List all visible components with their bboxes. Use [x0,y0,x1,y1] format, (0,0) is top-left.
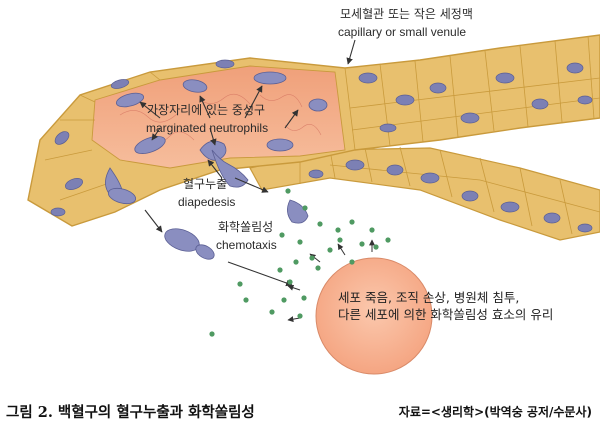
vessel-label-en: capillary or small venule [338,25,467,39]
figure-source: 자료=<생리학>(박역숭 공저/수문사) [398,405,592,419]
diapedesis-cells [105,149,309,260]
diagram-canvas [27,34,600,375]
chemotaxis-label-en: chemotaxis [216,238,277,252]
site-label-line2: 다른 세포에 의한 화학쏠림성 효소의 유리 [338,307,554,322]
injury-site [315,257,433,375]
vessel-label-ko: 모세혈관 또는 작은 세정맥 [340,7,473,21]
site-label-line1: 세포 죽음, 조직 손상, 병원체 침투, [338,290,520,305]
diapedesis-label-en: diapedesis [178,195,236,209]
figure-caption: 그림 2. 백혈구의 혈구누출과 화학쏠림성 [6,404,255,421]
chemotaxis-dots [209,188,391,337]
diapedesis-label-ko: 혈구누출 [183,177,228,191]
site-arrows [287,239,375,323]
flow-arrows [139,39,356,287]
marginated-label-en: marginated neutrophils [146,121,269,135]
branch-vessel [249,146,600,241]
marginated-label-ko: 가장자리에 있는 중성구 [147,103,266,117]
main-vessel [27,34,600,227]
chemotaxis-label-ko: 화학쏠림성 [218,220,274,234]
